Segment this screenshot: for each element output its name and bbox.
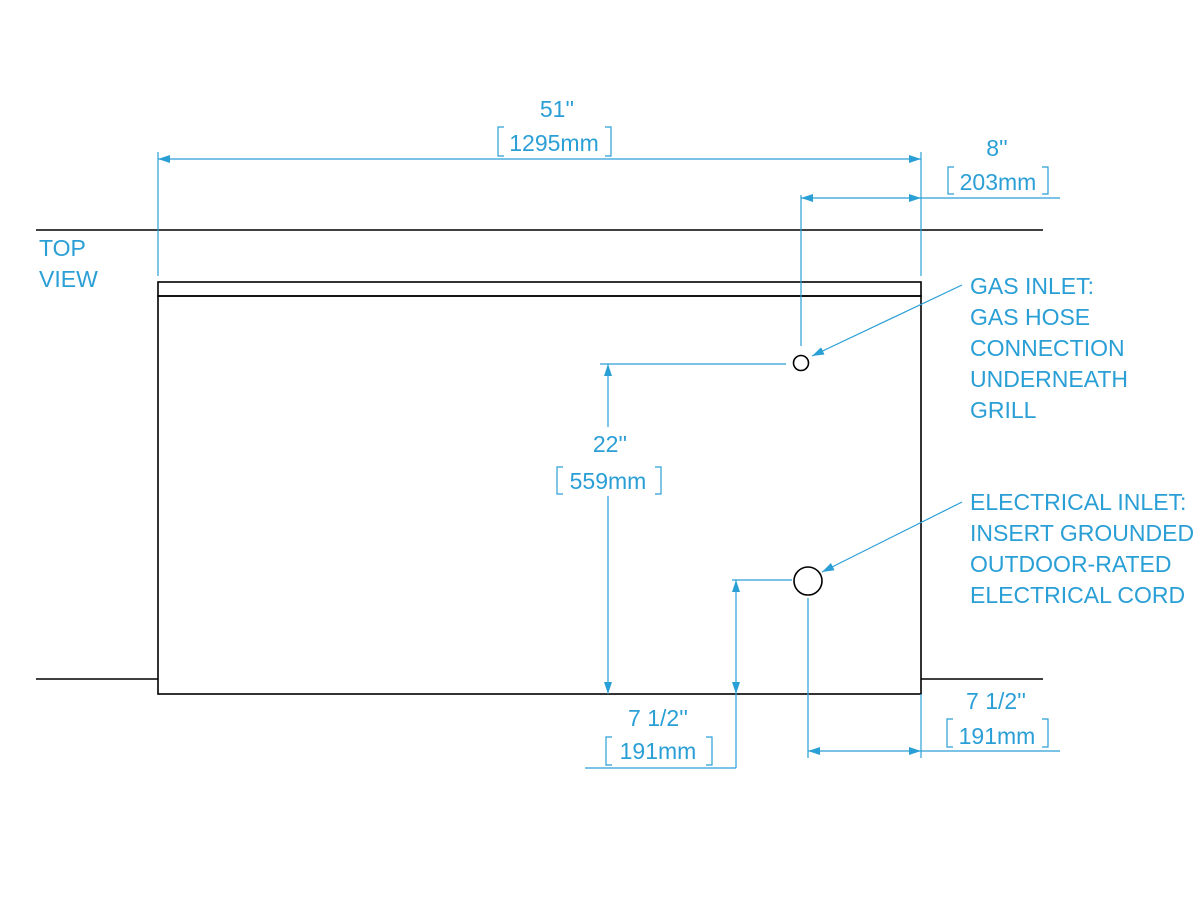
gas-callout-line: CONNECTION — [970, 335, 1125, 361]
width-imperial-label: 51'' — [540, 96, 574, 122]
electrical-callout-line: INSERT GROUNDED — [970, 520, 1194, 546]
elec-offset-bracket-left — [946, 718, 953, 748]
grill-body — [157, 295, 922, 695]
elec-offset-metric-label: 191mm — [959, 723, 1036, 749]
gas-depth-bracket-right — [655, 466, 662, 495]
gas-depth-imperial-label: 22'' — [593, 431, 627, 457]
gas-offset-imperial-label: 8'' — [986, 135, 1008, 161]
gas-offset-bracket-right — [1042, 166, 1049, 195]
electrical-callout-line: ELECTRICAL INLET: — [970, 489, 1186, 515]
gas-callout-line: GAS INLET: — [970, 273, 1094, 299]
view-label-line1: TOP — [39, 235, 86, 261]
gas-depth-bracket-left — [556, 466, 563, 495]
gas-callout-line: UNDERNEATH — [970, 366, 1128, 392]
elec-depth-metric-label: 191mm — [620, 738, 697, 764]
elec-depth-bracket-left — [605, 736, 612, 766]
width-metric-bracket-left — [497, 126, 504, 157]
width-metric-label: 1295mm — [509, 130, 598, 156]
grill-lid-strip — [157, 281, 922, 297]
gas-offset-bracket-left — [947, 166, 954, 195]
gas-depth-metric-label: 559mm — [570, 468, 647, 494]
view-label-line2: VIEW — [39, 266, 98, 292]
elec-offset-bracket-right — [1042, 718, 1049, 748]
elec-offset-imperial-label: 7 1/2'' — [966, 688, 1026, 714]
gas-callout-line: GAS HOSE — [970, 304, 1090, 330]
elec-depth-imperial-label: 7 1/2'' — [628, 705, 688, 731]
width-metric-bracket-right — [605, 126, 612, 157]
electrical-callout-line: OUTDOOR-RATED — [970, 551, 1171, 577]
elec-depth-bracket-right — [706, 736, 713, 766]
gas-callout-line: GRILL — [970, 397, 1037, 423]
gas-inlet-circle — [792, 354, 810, 372]
electrical-inlet-circle — [793, 566, 823, 596]
electrical-callout-leader — [821, 501, 963, 573]
gas-callout-leader — [811, 284, 963, 357]
electrical-callout-line: ELECTRICAL CORD — [970, 582, 1185, 608]
gas-offset-metric-label: 203mm — [960, 169, 1037, 195]
